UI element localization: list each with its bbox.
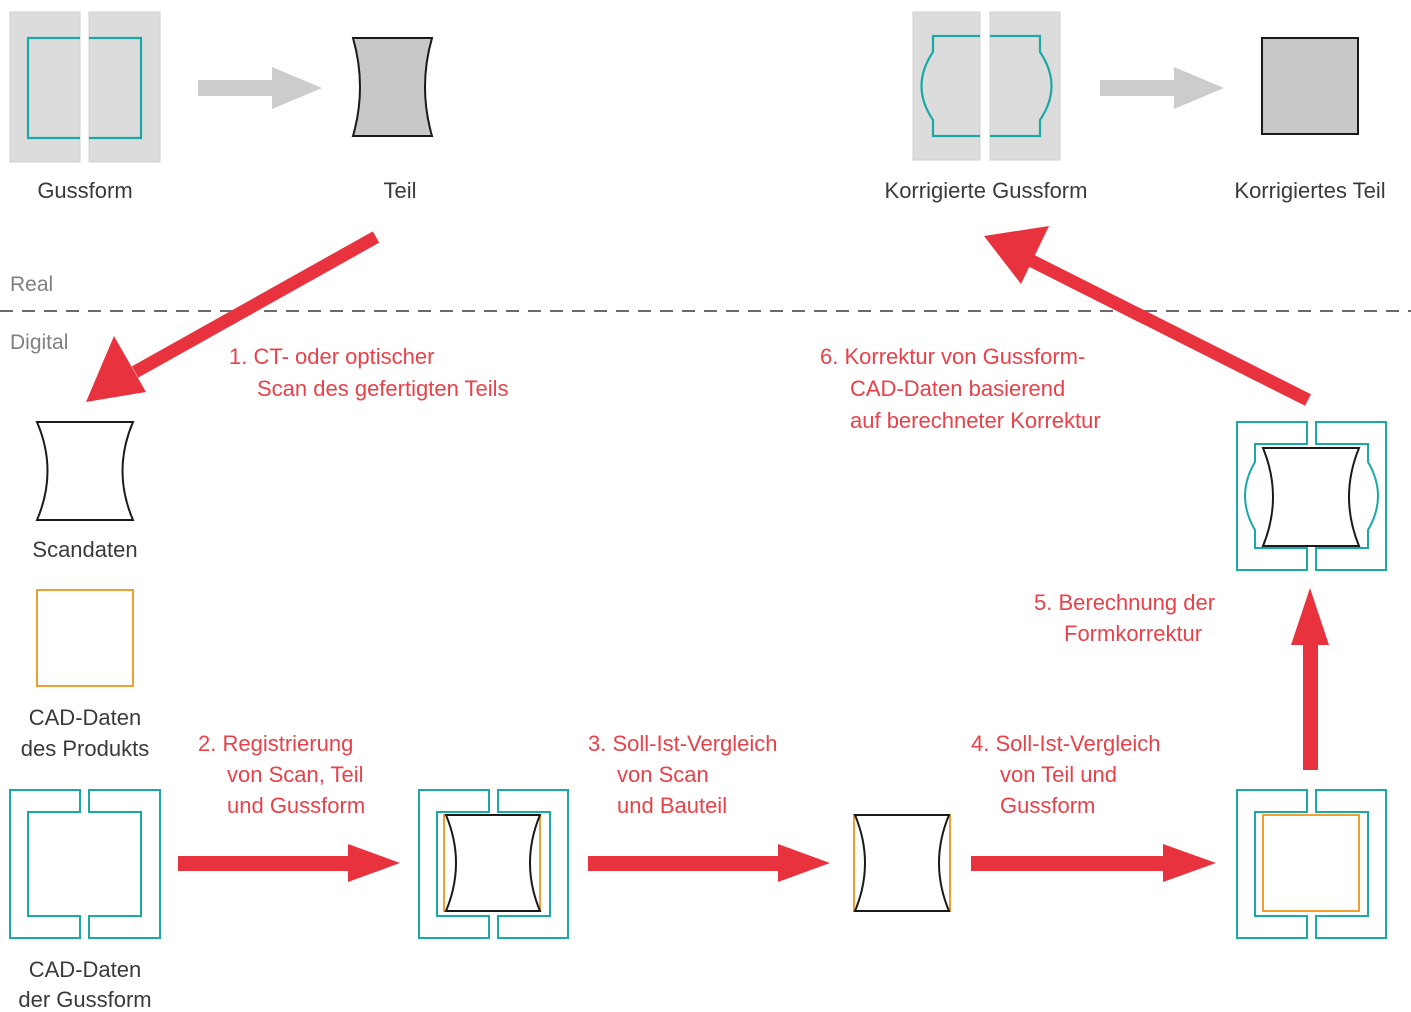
zone-real-label: Real bbox=[10, 273, 53, 296]
step-5-line-2: Formkorrektur bbox=[1064, 621, 1202, 646]
korrigiertes-teil-part bbox=[1261, 37, 1359, 135]
zone-digital-label: Digital bbox=[10, 331, 68, 354]
step-4-line-2: von Teil und bbox=[1000, 762, 1117, 787]
scan-vs-part-shape bbox=[853, 814, 951, 912]
step-3-line-1: 3. Soll-Ist-Vergleich bbox=[588, 731, 778, 756]
cad-gussform-shape bbox=[9, 789, 161, 939]
label-korrigierte-gussform: Korrigierte Gussform bbox=[885, 178, 1088, 203]
label-cad-produkt-1: CAD-Daten bbox=[29, 705, 141, 730]
part-vs-mold-shape bbox=[1236, 789, 1387, 939]
label-cad-gussform-2: der Gussform bbox=[18, 987, 151, 1012]
red-arrow-step-2 bbox=[178, 844, 400, 882]
step-5-line-1: 5. Berechnung der bbox=[1034, 590, 1215, 615]
step-6-line-2: CAD-Daten basierend bbox=[850, 376, 1065, 401]
red-arrow-step-4 bbox=[971, 844, 1216, 882]
step-1-line-2: Scan des gefertigten Teils bbox=[257, 376, 509, 401]
label-korrigiertes-teil: Korrigiertes Teil bbox=[1234, 178, 1385, 203]
step-6-line-1: 6. Korrektur von Gussform- bbox=[820, 344, 1085, 369]
gray-arrow-2 bbox=[1100, 67, 1224, 109]
scandaten-shape bbox=[35, 421, 135, 521]
step-6-line-3: auf berechneter Korrektur bbox=[850, 408, 1101, 433]
cad-produkt-shape bbox=[36, 589, 134, 687]
step-2-line-2: von Scan, Teil bbox=[227, 762, 364, 787]
step-2-line-3: und Gussform bbox=[227, 793, 365, 818]
step-3-line-3: und Bauteil bbox=[617, 793, 727, 818]
step-3-line-2: von Scan bbox=[617, 762, 709, 787]
red-arrow-step-3 bbox=[588, 844, 830, 882]
red-arrow-step-6 bbox=[984, 226, 1311, 406]
red-arrow-step-5 bbox=[1291, 588, 1329, 770]
label-scandaten: Scandaten bbox=[32, 537, 137, 562]
step-4-line-1: 4. Soll-Ist-Vergleich bbox=[971, 731, 1161, 756]
korrigierte-gussform-mold bbox=[912, 11, 1061, 161]
label-teil: Teil bbox=[383, 178, 416, 203]
teil-part bbox=[351, 37, 434, 137]
label-cad-gussform-1: CAD-Daten bbox=[29, 957, 141, 982]
label-cad-produkt-2: des Produkts bbox=[21, 736, 149, 761]
corrected-mold-digital bbox=[1236, 421, 1387, 571]
step-1-line-1: 1. CT- oder optischer bbox=[229, 344, 434, 369]
label-gussform: Gussform bbox=[37, 178, 132, 203]
gussform-mold bbox=[9, 11, 161, 163]
registered-composite bbox=[418, 789, 569, 939]
step-4-line-3: Gussform bbox=[1000, 793, 1095, 818]
step-2-line-1: 2. Registrierung bbox=[198, 731, 353, 756]
gray-arrow-1 bbox=[198, 67, 322, 109]
red-arrow-step-1 bbox=[86, 231, 380, 402]
